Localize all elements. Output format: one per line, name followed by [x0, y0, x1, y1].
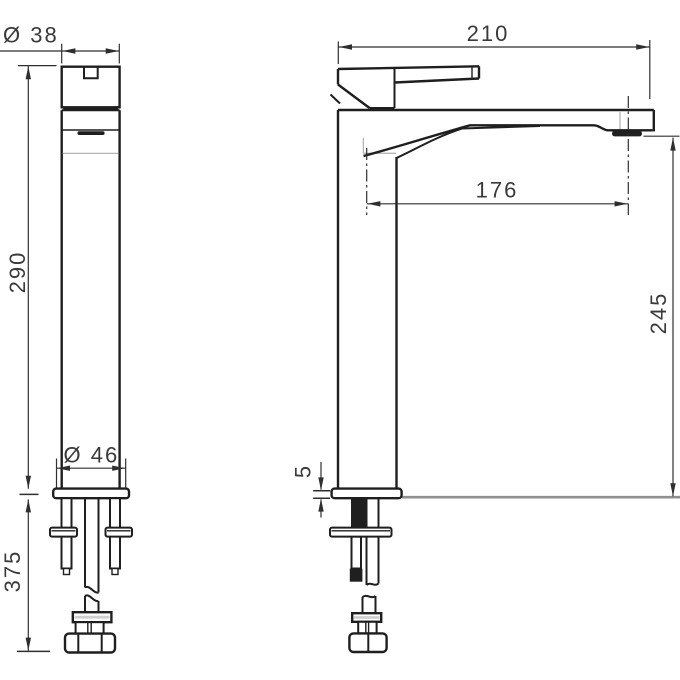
dimension-label-top-diameter: Ø 38: [3, 23, 59, 48]
side-handle-rear-tip: [329, 93, 341, 105]
dimension-label-height-above-counter: 290: [5, 251, 30, 294]
arrowhead-up: [670, 137, 676, 151]
front-hose-nut: [63, 632, 117, 654]
dimension-label-deck-thickness: 5: [291, 464, 316, 478]
arrowhead-left: [57, 465, 70, 471]
dimension-label-spout-reach: 176: [476, 178, 519, 203]
side-base-flange: [330, 487, 403, 500]
side-handle-diagonal: [337, 83, 371, 109]
front-hose-break-upper: [84, 585, 99, 594]
side-stud-lower: [350, 535, 362, 570]
arrowhead-left: [367, 201, 381, 207]
arrowhead-down: [25, 637, 31, 651]
dimension-base-diameter: Ø 46: [55, 443, 127, 488]
front-left-washer: [49, 526, 78, 538]
arrowhead-down: [670, 483, 676, 497]
side-hose-neck: [357, 620, 378, 635]
front-hose-neck: [74, 621, 105, 635]
side-threaded-stud: [351, 498, 366, 528]
side-stud-end-nut: [349, 568, 363, 582]
dimension-height-above-counter: 290: [5, 64, 57, 496]
arrowhead-left: [339, 44, 352, 50]
arrowhead-up: [25, 499, 31, 513]
arrowhead-right: [112, 465, 126, 471]
side-spout-inner-curve: [396, 125, 541, 159]
dimension-label-spout-outlet-height: 245: [646, 292, 671, 335]
side-hose-break-upper: [365, 582, 380, 586]
front-base-flange: [52, 487, 131, 500]
front-right-washer: [104, 526, 133, 538]
side-view: [329, 65, 680, 654]
side-washer: [329, 526, 393, 538]
dimension-label-overall-depth: 210: [467, 21, 510, 46]
arrowhead-right: [105, 48, 119, 54]
dimension-height-below-counter: 375: [0, 499, 50, 653]
front-view: [49, 65, 133, 654]
front-right-stud-end: [111, 567, 119, 576]
arrowhead-up: [25, 66, 31, 80]
dimension-label-base-diameter: Ø 46: [64, 443, 120, 468]
side-spout-underside: [363, 124, 653, 158]
side-lever-bottom: [394, 77, 480, 84]
side-aerator: [612, 130, 642, 137]
arrowhead-down: [318, 477, 324, 491]
arrowhead-down: [25, 475, 31, 489]
side-handle-top: [337, 65, 480, 71]
dimension-deck-thickness: 5: [291, 462, 331, 518]
dimension-spout-outlet-height: 245: [643, 135, 680, 497]
front-handle-knob: [60, 65, 121, 109]
dimension-overall-depth: 210: [337, 21, 651, 99]
dimension-label-height-below-counter: 375: [0, 550, 25, 593]
front-spout-slot: [77, 131, 105, 135]
dimension-spout-reach: 176: [366, 96, 629, 215]
front-handle-notch: [83, 67, 99, 80]
arrowhead-left: [62, 48, 76, 54]
arrowhead-right: [614, 201, 628, 207]
front-left-stud-end: [62, 567, 71, 576]
front-hose-break-lower: [84, 594, 99, 603]
arrowhead-right: [636, 44, 650, 50]
arrowhead-up: [318, 498, 324, 512]
side-hose-break-lower: [361, 594, 377, 599]
dimension-top-diameter: Ø 38: [0, 23, 120, 64]
